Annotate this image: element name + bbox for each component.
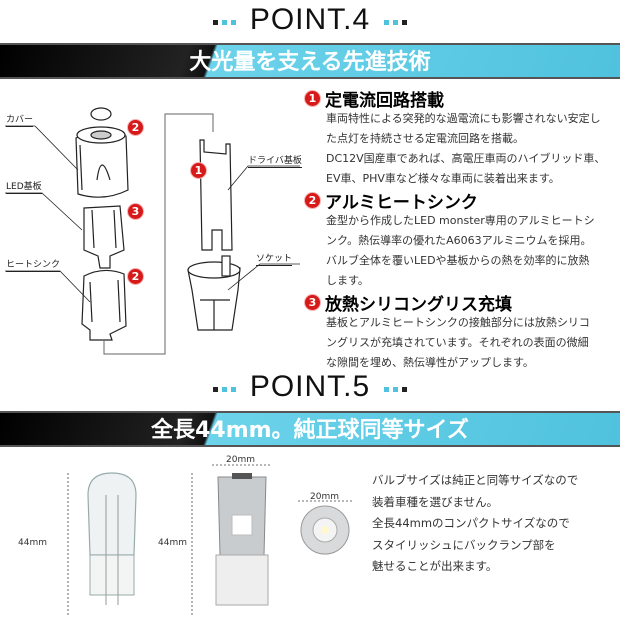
dots-decoration bbox=[211, 4, 238, 38]
point4-title: POINT.4 bbox=[0, 3, 620, 38]
label-socket: ソケット bbox=[256, 251, 293, 266]
cover-part bbox=[75, 126, 129, 198]
led-length-label: 44mm bbox=[158, 538, 187, 548]
exploded-diagram bbox=[5, 107, 300, 355]
badge-cover: 2 bbox=[127, 119, 144, 136]
point5-description: バルブサイズは純正と同等サイズなので 装着車種を選びません。 全長44mmのコン… bbox=[372, 470, 578, 578]
feature-line: な隙間を埋め、熱伝導性がアップします。 bbox=[326, 356, 534, 369]
halogen-bulb bbox=[87, 472, 137, 605]
badge-driver-board: 1 bbox=[190, 162, 207, 179]
top-width-label: 20mm bbox=[310, 492, 339, 502]
feature-line: た点灯を持続させる定電流回路を搭載。 bbox=[326, 132, 524, 145]
halogen-length-label: 44mm bbox=[18, 538, 47, 548]
description-line: 装着車種を選びません。 bbox=[372, 494, 499, 509]
feature-title: アルミヒートシンク bbox=[325, 192, 478, 213]
feature-line: EV車、PHV車など様々な車両に装着出来ます。 bbox=[326, 172, 560, 185]
description-line: スタイリッシュにバックランプ部を bbox=[372, 537, 556, 552]
feature-title: 定電流回路搭載 bbox=[325, 90, 444, 111]
driver-board-part bbox=[199, 139, 233, 251]
dots-decoration bbox=[382, 4, 409, 38]
label-heatsink: ヒートシンク bbox=[6, 257, 61, 272]
feature-title: 放熱シリコングリス充填 bbox=[325, 294, 512, 315]
description-line: バルブサイズは純正と同等サイズなので bbox=[372, 473, 579, 487]
feature-line: 金型から作成したLED monster専用のアルミヒートシ bbox=[326, 214, 595, 227]
point4-banner: 大光量を支える先進技術 bbox=[0, 43, 620, 79]
size-comparison bbox=[67, 464, 352, 615]
label-cover: カバー bbox=[6, 112, 34, 127]
description-line: 全長44mmのコンパクトサイズなので bbox=[372, 516, 570, 530]
led-width-label: 20mm bbox=[226, 455, 255, 465]
led-top-view bbox=[300, 505, 350, 555]
led-bulb bbox=[215, 473, 269, 606]
dots-decoration bbox=[211, 371, 238, 405]
feature-line: バルブ全体を覆いLEDや基板からの熱を効率的に放熱 bbox=[326, 254, 590, 267]
badge-led-board: 3 bbox=[127, 203, 144, 220]
label-driver-board: ドライバ基板 bbox=[248, 153, 302, 168]
socket-part bbox=[187, 255, 241, 331]
feature-line: します。 bbox=[326, 274, 369, 287]
feature-line: DC12V国産車であれば、高電圧車両のハイブリッド車、 bbox=[326, 152, 606, 165]
cap-part bbox=[90, 107, 112, 121]
badge-2: 2 bbox=[304, 191, 321, 209]
led-board-part bbox=[83, 205, 125, 269]
label-led-board: LED基板 bbox=[6, 179, 42, 194]
point5-banner: 全長44mm。純正球同等サイズ bbox=[0, 411, 620, 447]
point5-title: POINT.5 bbox=[0, 370, 620, 405]
badge-heatsink: 2 bbox=[127, 268, 144, 285]
point5-title-text: POINT.5 bbox=[249, 370, 371, 403]
feature-line: ンク。熱伝導率の優れたA6063アルミニウムを採用。 bbox=[326, 234, 592, 247]
badge-1: 1 bbox=[304, 89, 321, 107]
feature-line: 基板とアルミヒートシンクの接触部分には放熱シリコ bbox=[326, 316, 590, 329]
feature-line: 車両特性による突発的な過電流にも影響されない安定し bbox=[326, 112, 601, 125]
badge-3: 3 bbox=[304, 293, 321, 311]
feature-line: ングリスが充填されています。それぞれの表面の微細 bbox=[326, 336, 589, 349]
description-line: 魅せることが出来ます。 bbox=[372, 559, 498, 573]
dots-decoration bbox=[382, 371, 409, 405]
point4-title-text: POINT.4 bbox=[249, 3, 371, 36]
heatsink-part bbox=[81, 269, 127, 341]
